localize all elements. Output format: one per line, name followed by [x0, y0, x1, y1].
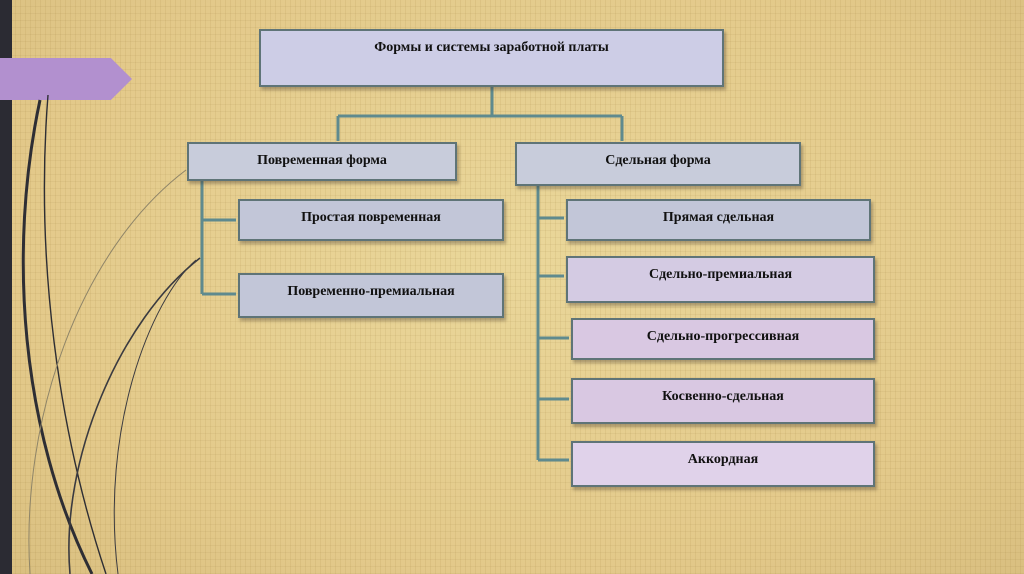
leaf-node: Косвенно-сдельная — [571, 378, 875, 424]
slide-accent-arrow — [0, 58, 132, 100]
leaf-node: Аккордная — [571, 441, 875, 487]
leaf-node-label: Аккордная — [687, 452, 759, 467]
leaf-node-label: Косвенно-сдельная — [662, 389, 784, 404]
leaf-node: Прямая сдельная — [566, 199, 871, 241]
root-node: Формы и системы заработной платы — [259, 29, 724, 87]
branch-node-label: Сдельная форма — [605, 153, 711, 168]
leaf-node: Простая повременная — [238, 199, 504, 241]
leaf-node: Сдельно-прогрессивная — [571, 318, 875, 360]
branch-node-label: Повременная форма — [257, 153, 387, 168]
leaf-node-label: Прямая сдельная — [662, 210, 775, 225]
slide-left-bar — [0, 0, 12, 574]
leaf-node: Сдельно-премиальная — [566, 256, 875, 303]
leaf-node-label: Сдельно-премиальная — [648, 267, 793, 282]
decorative-curves — [21, 94, 201, 574]
leaf-node-label: Повременно-премиальная — [287, 284, 455, 299]
branch-node-piece: Сдельная форма — [515, 142, 801, 186]
leaf-node-label: Сдельно-прогрессивная — [646, 329, 800, 344]
root-node-label: Формы и системы заработной платы — [374, 40, 609, 55]
branch-node-time: Повременная форма — [187, 142, 457, 181]
leaf-node-label: Простая повременная — [301, 210, 441, 225]
leaf-node: Повременно-премиальная — [238, 273, 504, 318]
